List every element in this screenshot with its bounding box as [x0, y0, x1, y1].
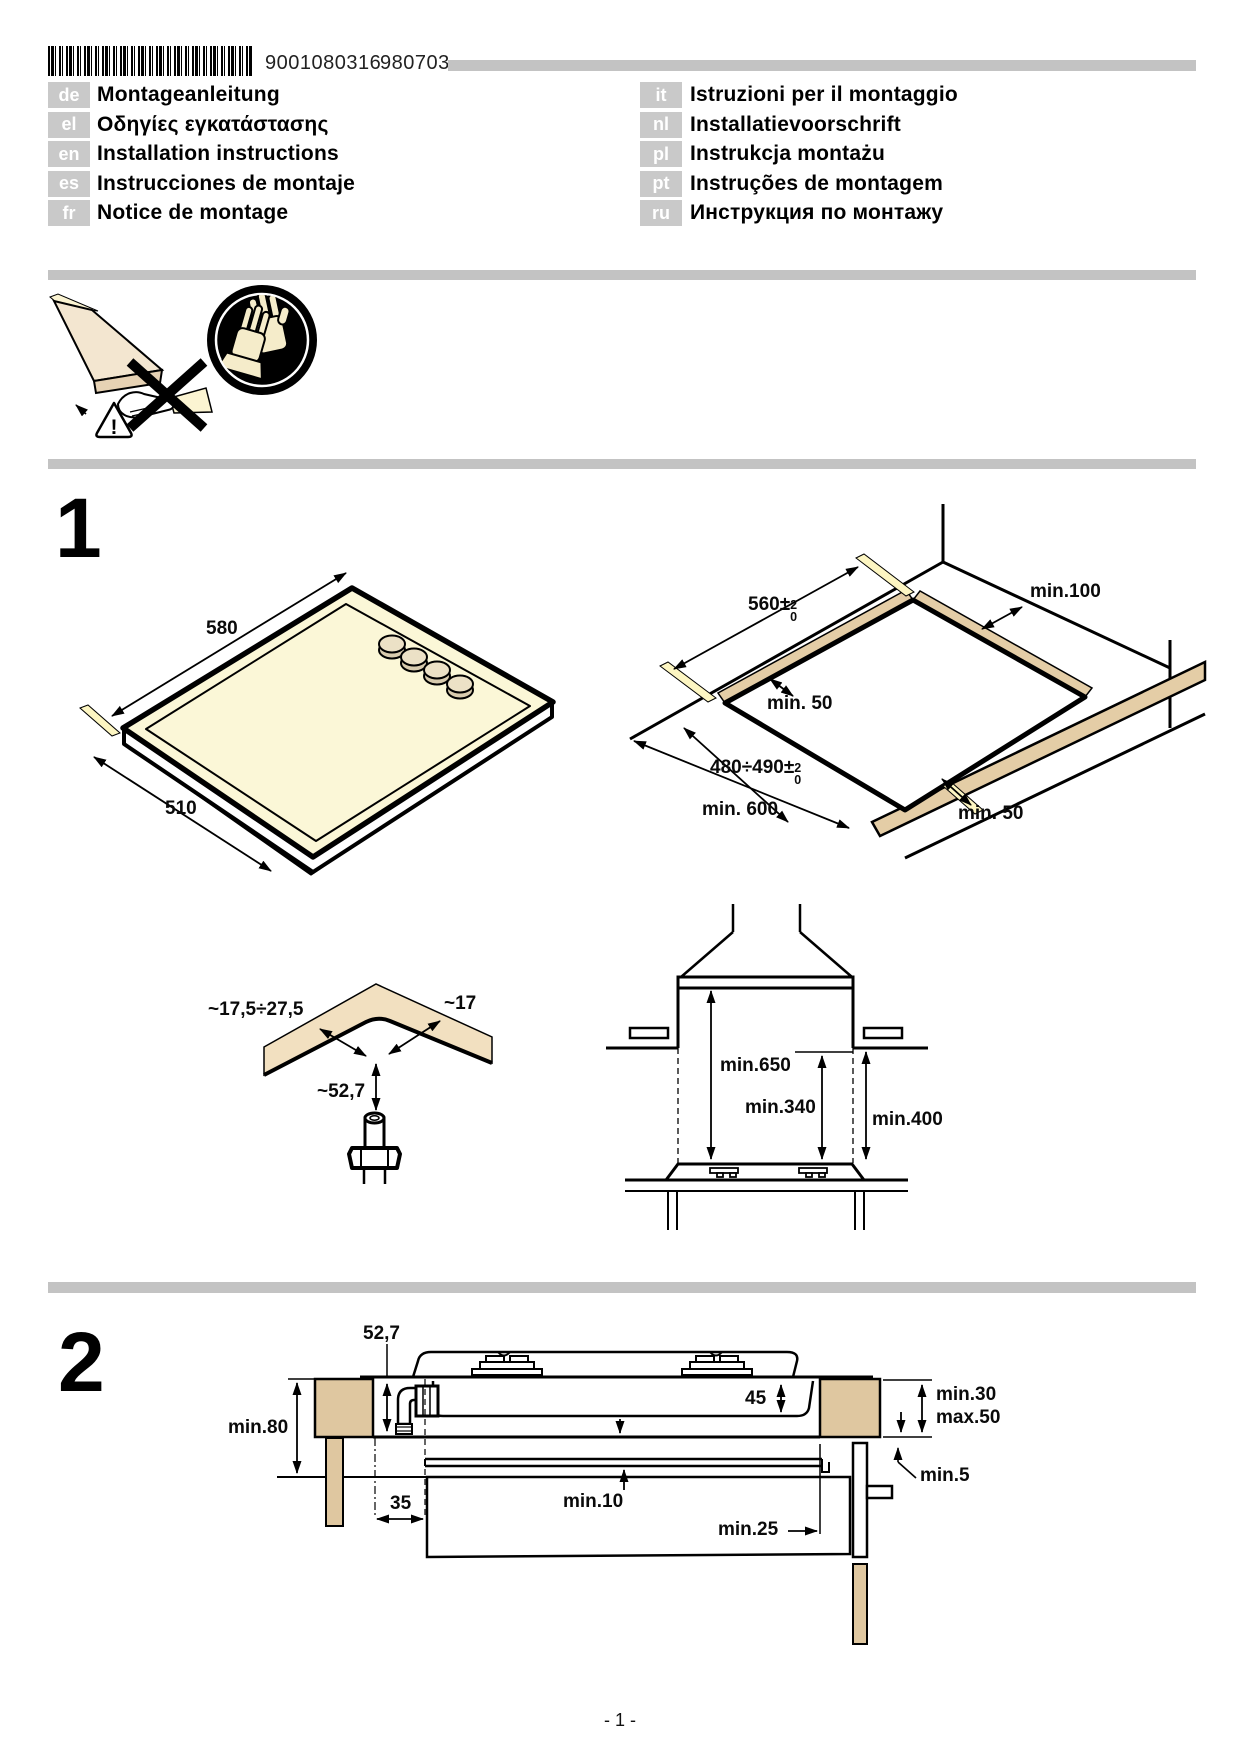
extractor-hood: [676, 975, 855, 990]
dim-cutout-offset: min.25: [718, 1519, 779, 1540]
lang-row-pt: pt Instruções de montagem: [640, 170, 958, 197]
divider-2: [48, 459, 1196, 469]
warning-pictograms: !: [49, 285, 317, 439]
divider-1: [48, 270, 1196, 280]
lang-row-nl: nl Installatievoorschrift: [640, 111, 958, 138]
lang-badge-pt: pt: [640, 170, 682, 197]
dim-connector-depth: 52,7: [363, 1323, 400, 1344]
dim-hood-clearance: min.650: [720, 1055, 791, 1076]
dim-cabinet-clearance: min.340: [745, 1097, 816, 1118]
wear-gloves-icon: [207, 285, 317, 395]
cabinet-side-panel-left: [325, 1437, 344, 1527]
lang-badge-it: it: [640, 82, 682, 108]
hob-side-profile: [664, 1162, 866, 1181]
cabinet-side-panel-right: [852, 1563, 868, 1645]
lang-title-el: Οδηγίες εγκατάστασης: [97, 112, 329, 136]
section-2-number: 2: [58, 1315, 105, 1409]
dim-corner-right: ~17: [444, 993, 477, 1014]
lang-badge-es: es: [48, 170, 90, 197]
section-1-number: 1: [55, 481, 102, 575]
lang-title-pt: Instruções de montagem: [690, 171, 943, 195]
lang-badge-pl: pl: [640, 141, 682, 168]
page-number: - 1 -: [603, 1710, 636, 1730]
burners: [471, 1355, 753, 1376]
lang-row-it: it Istruzioni per il montaggio: [640, 82, 958, 108]
lang-badge-de: de: [48, 82, 90, 108]
dim-hob-width: 580: [206, 618, 238, 639]
lang-title-nl: Installatievoorschrift: [690, 112, 901, 136]
dim-left-clearance: min. 50: [767, 693, 833, 714]
no-lift-warning-icon: !: [49, 293, 213, 439]
header-divider: [448, 60, 1196, 71]
hob-dimension-drawing: [79, 572, 556, 876]
date-code: 980703: [380, 52, 450, 74]
lang-badge-fr: fr: [48, 200, 90, 227]
dim-front-clearance: min. 50: [958, 803, 1024, 824]
lang-badge-el: el: [48, 111, 90, 138]
dim-front-min: min. 600: [702, 799, 779, 820]
lang-title-es: Instrucciones de montaje: [97, 171, 356, 195]
dim-corner-left: ~17,5÷27,5: [208, 999, 304, 1020]
worktop-left-section: [313, 1377, 375, 1439]
dim-side-clearance: min.400: [872, 1109, 943, 1130]
barcode-number: 9001080316: [265, 52, 382, 74]
installation-cross-section-drawing: [277, 1344, 932, 1645]
worktop-right-section: [818, 1377, 882, 1439]
lang-title-ru: Инструкция по монтажу: [690, 201, 944, 225]
lang-row-ru: ru Инструкция по монтажу: [640, 200, 958, 227]
glove-front: [217, 304, 271, 381]
warning-triangle-icon: [95, 401, 133, 439]
dim-corner-depth: ~52,7: [317, 1081, 366, 1102]
lang-title-fr: Notice de montage: [97, 201, 289, 225]
lang-row-fr: fr Notice de montage: [48, 200, 355, 227]
hood-clearance-drawing: [606, 904, 928, 1230]
dim-hob-depth: 510: [165, 798, 197, 819]
lang-badge-en: en: [48, 141, 90, 168]
lang-title-de: Montageanleitung: [97, 83, 280, 106]
lang-row-pl: pl Instrukcja montażu: [640, 141, 958, 168]
dim-left-side: min.80: [228, 1417, 289, 1438]
gas-elbow-icon: [395, 1384, 440, 1435]
lang-row-en: en Installation instructions: [48, 141, 355, 168]
language-list-right: it Istruzioni per il montaggio nl Instal…: [640, 82, 958, 230]
lang-badge-nl: nl: [640, 111, 682, 138]
furniture-panel: [851, 1441, 869, 1559]
language-list-left: de Montageanleitung el Οδηγίες εγκατάστα…: [48, 82, 355, 230]
dim-worktop-min: min.30: [936, 1384, 997, 1405]
barcode: [48, 46, 253, 76]
lang-badge-ru: ru: [640, 200, 682, 227]
corner-detail-drawing: [263, 983, 493, 1184]
lang-row-el: el Οδηγίες εγκατάστασης: [48, 111, 355, 138]
dim-panel-gap: min.5: [920, 1465, 970, 1486]
control-knobs: [378, 634, 474, 700]
lang-row-es: es Instrucciones de montaje: [48, 170, 356, 197]
lang-row-de: de Montageanleitung: [48, 82, 355, 108]
lang-title-pl: Instrukcja montażu: [690, 142, 885, 166]
divider-3: [48, 1282, 1196, 1293]
dim-connector-offset: 35: [390, 1493, 412, 1514]
dim-shelf-gap: min.10: [563, 1491, 624, 1512]
dim-worktop-max: max.50: [936, 1407, 1001, 1428]
gas-connector-icon: [347, 1111, 402, 1184]
cabinet-cavity: [425, 1475, 852, 1559]
cutout-dimension-drawing: [629, 504, 1207, 860]
lang-title-it: Istruzioni per il montaggio: [690, 83, 958, 106]
dim-rear-clearance: min.100: [1030, 581, 1101, 602]
lang-title-en: Installation instructions: [97, 142, 339, 166]
warning-exclamation: !: [111, 416, 118, 439]
dim-body-depth: 45: [745, 1388, 767, 1409]
